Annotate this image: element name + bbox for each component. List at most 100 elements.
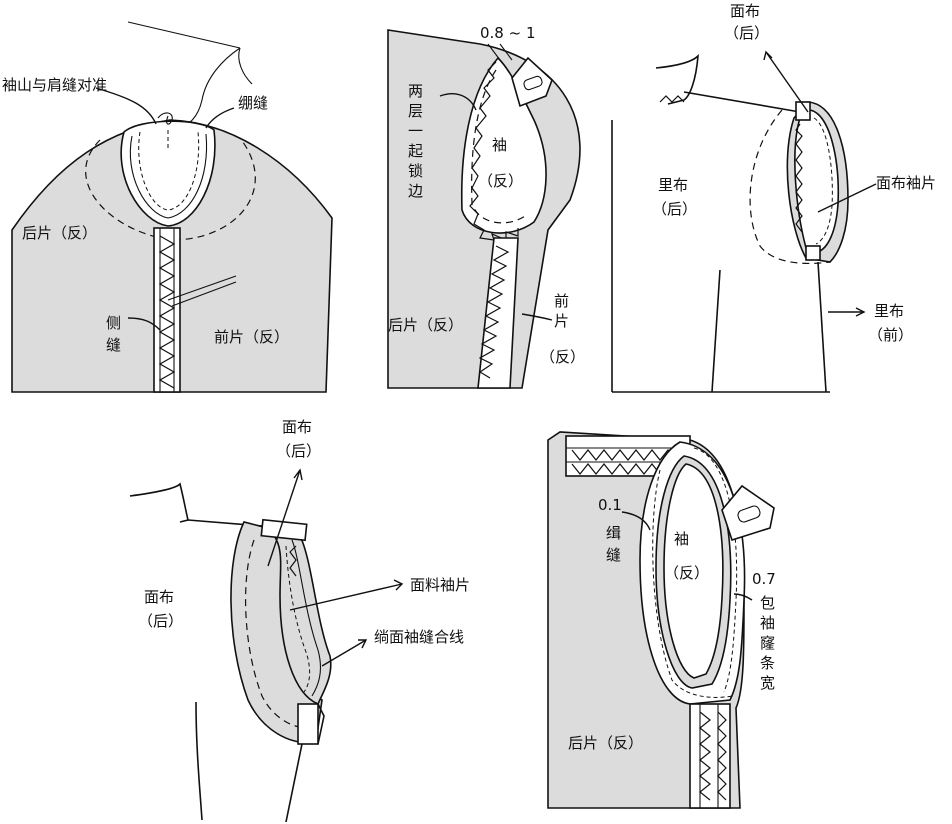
seam-zigzag	[478, 245, 510, 379]
label-seam-line: 绱面袖缝合线	[374, 628, 464, 646]
stitch-leader	[621, 511, 651, 531]
side-seam	[689, 703, 731, 809]
label-lining-back-1: 里布	[658, 176, 688, 194]
label-shell-back-2: （后）	[724, 24, 769, 42]
side-seam	[285, 743, 303, 823]
stitch-line	[471, 69, 529, 224]
presser-foot	[511, 56, 553, 108]
shell-sleeve-leader	[289, 583, 403, 611]
shell-back-leader	[267, 469, 301, 567]
stitch-line	[652, 469, 733, 698]
overlock-edge	[469, 61, 519, 241]
label-front-2: 片	[554, 312, 569, 330]
lining-crease	[711, 269, 721, 393]
front-leader	[521, 313, 553, 321]
binding-stitch	[693, 447, 738, 693]
thread-tail	[238, 47, 253, 85]
pin	[167, 275, 237, 307]
label-sleeve-2: （反）	[664, 564, 709, 582]
label-shell-back-1: 面布	[144, 588, 174, 606]
label-binding-4: 条	[760, 654, 775, 672]
seam-guide	[245, 539, 315, 729]
panel-1-armhole-basting: 袖山与肩缝对准 绷缝 后片（反） 侧 缝 前片（反）	[2, 21, 333, 393]
label-lining-front-1: 里布	[874, 302, 904, 320]
label-front-1: 前	[554, 292, 569, 310]
label-baste: 绷缝	[238, 94, 268, 112]
shoulder-knot	[157, 112, 173, 125]
label-shell-back-2: （后）	[138, 612, 183, 630]
shell-back-arrowhead	[763, 50, 773, 61]
shoulder-zigzag-2	[571, 463, 661, 475]
label-stitch-1: 缉	[606, 524, 621, 542]
overlock-leader	[439, 92, 477, 111]
shell-sleeve-leader	[817, 183, 877, 213]
label-overlock-1: 两	[408, 82, 423, 100]
needle	[127, 21, 241, 49]
label-back: 后片（反）	[568, 734, 643, 752]
lining-front-arrowhead	[855, 307, 866, 317]
collar-edge	[659, 95, 685, 103]
label-binding-5: 宽	[760, 674, 775, 692]
label-overlock-5: 锁	[408, 162, 423, 180]
label-binding-2: 袖	[760, 614, 775, 632]
baste-leader	[205, 107, 235, 129]
armhole-guide	[749, 109, 831, 265]
side-zigzag-2	[717, 711, 727, 801]
panel-4-shell-sleeve: 面布 （后） 面布 （后） 面料袖片 绱面袖缝合线	[129, 418, 470, 823]
label-side-seam-1: 侧	[106, 314, 121, 332]
label-stitch-2: 缝	[606, 546, 621, 564]
side-seam	[817, 261, 827, 393]
presser-foot	[721, 484, 775, 541]
label-sleeve-2: （反）	[478, 172, 523, 190]
label-overlock-4: 起	[408, 142, 423, 160]
label-shell-back-1: 面布	[730, 2, 760, 20]
label-shell-back-top-2: （后）	[276, 442, 321, 460]
panel-5-binding: 0.1 缉 缝 袖 （反） 0.7 包 袖 窿 条 宽 后片（反）	[547, 431, 776, 809]
foot-slot	[737, 505, 761, 523]
label-overlock-2: 层	[408, 102, 423, 120]
label-overlock-3: 一	[408, 122, 423, 140]
shoulder-tape	[260, 518, 308, 542]
label-overlock-6: 边	[408, 182, 423, 200]
label-shell-sleeve: 面料袖片	[410, 576, 470, 594]
align-leader	[95, 87, 157, 125]
label-binding-1: 包	[760, 594, 775, 612]
shell-back-leader	[765, 51, 809, 113]
label-width-b: 0.7	[752, 570, 776, 588]
sleeve-edge	[291, 539, 321, 697]
overlock-zigzag	[158, 235, 176, 389]
sleeve-cap-inner	[129, 133, 208, 219]
foot-slot	[523, 75, 543, 91]
label-front: 前片（反）	[214, 328, 289, 346]
side-zigzag	[699, 711, 711, 801]
underarm-tape	[805, 245, 821, 261]
shell-back-arrowhead	[293, 468, 303, 481]
thread	[177, 47, 241, 129]
label-shell-sleeve: 面布袖片	[876, 174, 936, 192]
overlock-edge	[795, 123, 803, 233]
side-seam	[477, 237, 519, 389]
label-lining-front-2: （前）	[868, 326, 913, 344]
shoulder-line	[683, 91, 801, 113]
label-width-a: 0.1	[598, 496, 622, 514]
label-back: 后片（反）	[388, 316, 463, 334]
overlock-edge	[289, 545, 297, 577]
armhole-guide	[85, 137, 256, 241]
seam-line-arrowhead	[358, 639, 368, 649]
underarm-edge	[317, 703, 325, 745]
label-side-seam-2: 缝	[106, 336, 121, 354]
collar	[129, 482, 189, 523]
label-sleeve-1: 袖	[674, 530, 689, 548]
underarm-tape	[297, 703, 319, 745]
label-lining-back-2: （后）	[652, 200, 697, 218]
shell-sleeve-arrowhead	[393, 579, 404, 591]
front-edge	[195, 701, 203, 821]
width-tick	[487, 43, 513, 61]
side-seam-leader	[127, 317, 161, 331]
label-back: 后片（反）	[22, 224, 97, 242]
label-sleeve-1: 袖	[492, 136, 507, 154]
seam-line-leader	[321, 639, 367, 667]
label-width: 0.8 ~ 1	[480, 24, 536, 42]
binding-leader	[733, 593, 753, 601]
